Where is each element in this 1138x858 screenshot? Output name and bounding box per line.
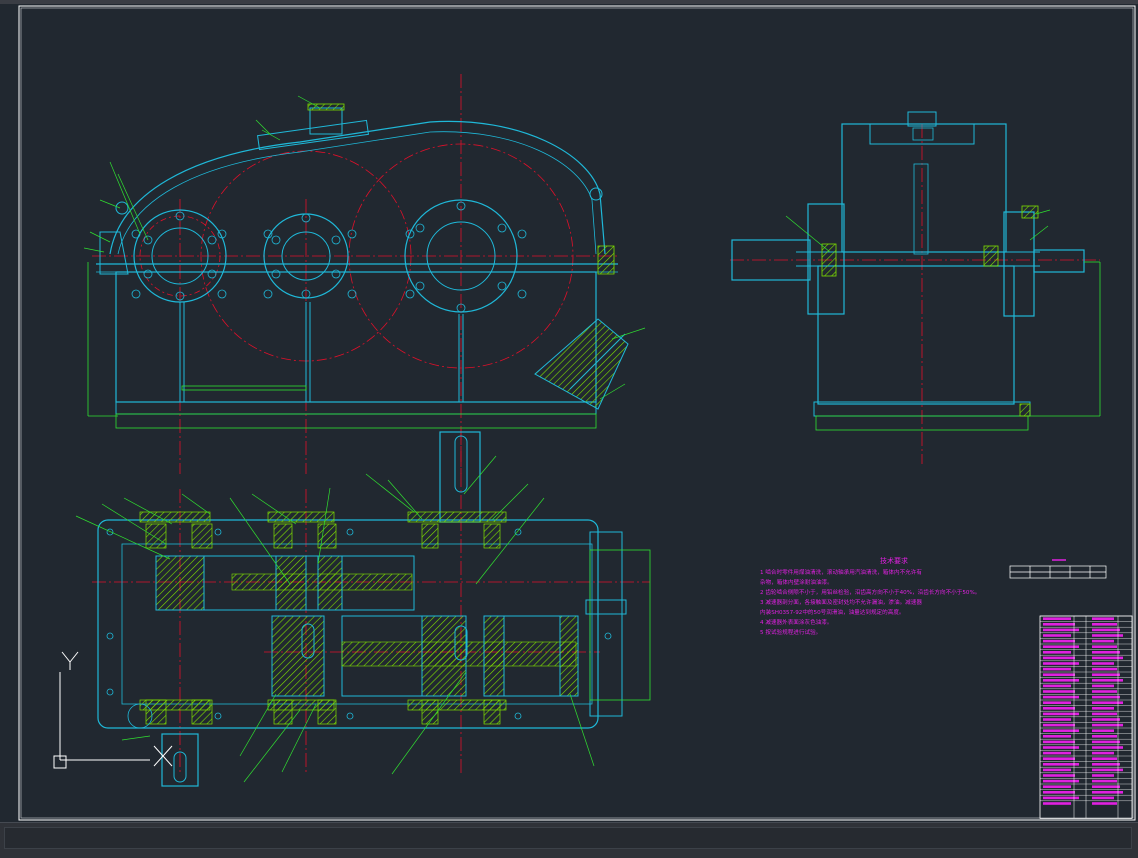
parts-list-entry-name bbox=[1043, 634, 1071, 637]
ucs-icon bbox=[53, 651, 173, 769]
ribbon-edge bbox=[0, 0, 1138, 4]
tech-req-title: 技术要求 bbox=[880, 556, 908, 565]
parts-list-entry-spec bbox=[1092, 639, 1114, 643]
parts-list-entry-name bbox=[1043, 662, 1079, 665]
status-bar bbox=[0, 822, 1138, 858]
parts-list-entry-name bbox=[1043, 729, 1079, 732]
parts-list-entry-name bbox=[1043, 802, 1071, 805]
top-view[interactable] bbox=[75, 429, 651, 787]
tech-req-line-5: 内装SH0357-92中的50号润滑油，油量达到规定的高度。 bbox=[760, 608, 905, 616]
parts-list-entry-name bbox=[1043, 684, 1071, 688]
tech-req-line-6: 4 减速器外表面涂灰色油漆。 bbox=[760, 618, 832, 626]
parts-list-entry-name bbox=[1043, 735, 1071, 738]
parts-list-entry-spec bbox=[1092, 673, 1120, 676]
tech-req-line-4: 3 减速器剖分面，各接触面及密封处均不允许漏油，渗油。减速器 bbox=[760, 598, 922, 606]
tech-req-line-7: 5 按试验规程进行试验。 bbox=[760, 628, 821, 636]
parts-list-entry-name bbox=[1043, 623, 1075, 626]
parts-list-entry-spec bbox=[1092, 740, 1120, 744]
parts-list-entry-name bbox=[1043, 645, 1079, 648]
parts-list-entry-name bbox=[1043, 690, 1075, 693]
parts-list-entry-name bbox=[1043, 656, 1075, 660]
parts-list-entry-name bbox=[1043, 757, 1075, 760]
parts-list-entry-name bbox=[1043, 723, 1075, 727]
parts-list-entry-spec bbox=[1092, 707, 1114, 710]
parts-list-entry-spec bbox=[1092, 757, 1117, 760]
parts-list-entry-name bbox=[1043, 673, 1075, 676]
parts-list-entry-name bbox=[1043, 796, 1079, 800]
parts-list-entry-spec bbox=[1092, 746, 1123, 749]
parts-list-entry-spec bbox=[1092, 785, 1120, 788]
parts-list-entry-name bbox=[1043, 667, 1071, 671]
parts-list-entry-spec bbox=[1092, 684, 1114, 688]
parts-list-entry-spec bbox=[1092, 712, 1117, 716]
parts-list-entry-name bbox=[1043, 617, 1071, 620]
parts-list-entry-spec bbox=[1092, 628, 1120, 632]
parts-list-entry-name bbox=[1043, 707, 1075, 710]
parts-list-entry-name bbox=[1043, 695, 1079, 699]
drawing-border bbox=[18, 5, 1136, 821]
parts-list-entry-name bbox=[1043, 679, 1079, 682]
parts-list-entry-name bbox=[1043, 701, 1071, 704]
parts-list-entry-spec bbox=[1092, 723, 1123, 727]
tech-req-line-1: 1 啮合时零件用煤油清洗，滚动轴承用汽油清洗，箱体内不允许有 bbox=[760, 568, 922, 576]
parts-list-entry-spec bbox=[1092, 796, 1114, 800]
spec-table bbox=[1009, 559, 1107, 579]
tech-req-line-2: 杂物，箱体内壁涂耐油油漆。 bbox=[760, 578, 833, 586]
side-view[interactable] bbox=[730, 111, 1101, 464]
parts-list-entry-spec bbox=[1092, 751, 1114, 755]
parts-list-entry-name bbox=[1043, 746, 1079, 749]
parts-list-entry-spec bbox=[1092, 645, 1117, 648]
parts-list-entry-spec bbox=[1092, 735, 1117, 738]
parts-list-entry-name bbox=[1043, 779, 1079, 783]
parts-list-entry-name bbox=[1043, 774, 1075, 777]
parts-list-entry-spec bbox=[1092, 802, 1117, 805]
drawing-canvas[interactable]: Y X 技术要求 1 啮合时零件用煤油清洗，滚动轴承用汽油清洗，箱体内不允许有 … bbox=[0, 4, 1138, 822]
parts-list-entry-name bbox=[1043, 628, 1079, 632]
parts-list-entry-spec bbox=[1092, 768, 1123, 772]
parts-list-entry-spec bbox=[1092, 667, 1117, 671]
parts-list-entry-spec bbox=[1092, 779, 1117, 783]
parts-list-entry-name bbox=[1043, 785, 1071, 788]
parts-list-entry-name bbox=[1043, 763, 1079, 766]
tech-requirements: 技术要求 1 啮合时零件用煤油清洗，滚动轴承用汽油清洗，箱体内不允许有 杂物，箱… bbox=[760, 556, 980, 636]
parts-list-entry-spec bbox=[1092, 651, 1120, 654]
parts-list bbox=[1039, 615, 1133, 819]
parts-list-entry-name bbox=[1043, 712, 1079, 716]
ucs-y-label: Y bbox=[76, 649, 78, 651]
parts-list-entry-name bbox=[1043, 791, 1075, 794]
front-view[interactable] bbox=[83, 74, 646, 474]
parts-list-entry-spec bbox=[1092, 763, 1120, 766]
parts-list-entry-spec bbox=[1092, 690, 1117, 693]
parts-list-entry-name bbox=[1043, 751, 1071, 755]
parts-list-entry-spec bbox=[1092, 718, 1120, 721]
drawing-viewport[interactable]: Y X 技术要求 1 啮合时零件用煤油清洗，滚动轴承用汽油清洗，箱体内不允许有 … bbox=[0, 4, 1138, 822]
parts-list-entry-spec bbox=[1092, 679, 1123, 682]
parts-list-entry-name bbox=[1043, 718, 1071, 721]
drawing-inner-border bbox=[20, 7, 1134, 819]
parts-list-entry-spec bbox=[1092, 634, 1123, 637]
parts-list-entry-spec bbox=[1092, 623, 1117, 626]
parts-list-entry-spec bbox=[1092, 695, 1120, 699]
parts-list-entry-spec bbox=[1092, 729, 1114, 732]
parts-list-entry-name bbox=[1043, 651, 1071, 654]
parts-list-entry-name bbox=[1043, 639, 1075, 643]
parts-list-entry-spec bbox=[1092, 791, 1123, 794]
parts-list-entry-name bbox=[1043, 768, 1071, 772]
parts-list-entry-spec bbox=[1092, 774, 1114, 777]
parts-list-entry-spec bbox=[1092, 662, 1114, 665]
command-line[interactable] bbox=[4, 827, 1132, 849]
parts-list-entry-spec bbox=[1092, 701, 1123, 704]
parts-list-entry-name bbox=[1043, 740, 1075, 744]
parts-list-entry-spec bbox=[1092, 656, 1123, 660]
tech-req-line-3: 2 齿轮啮合侧隙不小于，用铅丝检验，沿齿高方向不小于40%，沿齿长方向不小于50… bbox=[760, 588, 980, 596]
ucs-x-label: X bbox=[176, 763, 178, 765]
parts-list-entry-spec bbox=[1092, 617, 1114, 620]
